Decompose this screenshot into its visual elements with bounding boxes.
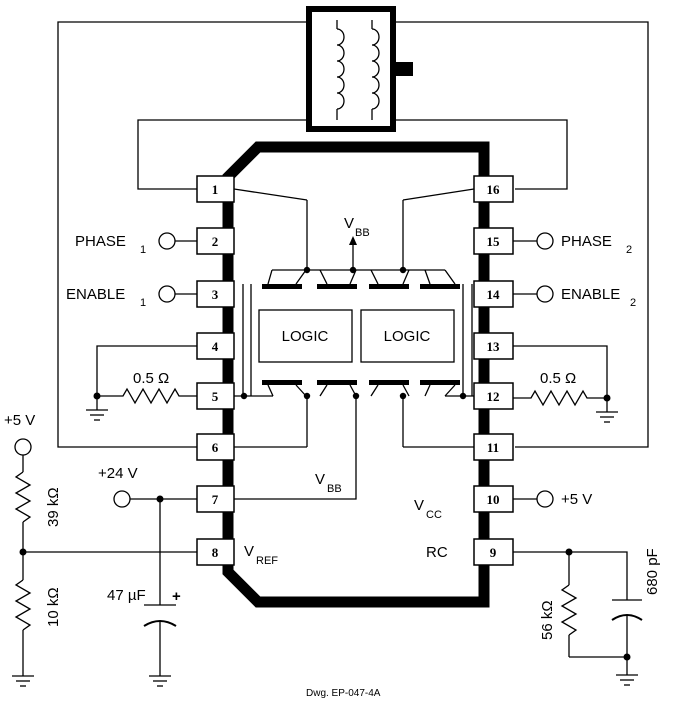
pins-right: 16 15 14 13 12 11 10 9 [473, 175, 514, 566]
h-bridge-internals: V BB [233, 188, 475, 567]
rc-label: RC [426, 544, 448, 561]
enable1-label: ENABLE [66, 286, 125, 303]
supply-24v-label: +24 V [98, 465, 138, 482]
supply-5v-left-label: +5 V [4, 412, 35, 429]
pin-15-label: 15 [487, 234, 501, 249]
pin-5-label: 5 [212, 389, 219, 404]
phase2-sub: 2 [626, 244, 632, 256]
pin-12-label: 12 [487, 389, 500, 404]
cap-47u-label: 47 µF [107, 587, 146, 604]
phase2-label: PHASE [561, 233, 612, 250]
vcc-sub: CC [426, 509, 442, 521]
vbb-top-sub: BB [355, 227, 370, 239]
r-sense-right-label: 0.5 Ω [540, 370, 576, 387]
vbb-mid-label: V [315, 471, 325, 488]
pin-7-label: 7 [212, 492, 219, 507]
pin-10-label: 10 [487, 492, 500, 507]
pin-3-label: 3 [212, 287, 219, 302]
logic-right-label: LOGIC [384, 328, 431, 345]
supply-5v-right-label: +5 V [561, 491, 592, 508]
vref-sub: REF [256, 555, 278, 567]
phase1-sub: 1 [140, 244, 146, 256]
vcc-label: V [414, 497, 424, 514]
logic-block-left [258, 309, 353, 363]
pins-left: 1 2 3 4 5 6 7 8 [196, 175, 235, 566]
pin-13-label: 13 [487, 339, 501, 354]
r-39k-label: 39 kΩ [45, 487, 62, 527]
pin-16-label: 16 [487, 182, 501, 197]
phase1-label: PHASE [75, 233, 126, 250]
pin-1-label: 1 [212, 182, 219, 197]
pin-11-label: 11 [487, 440, 499, 455]
right-inputs: PHASE 2 ENABLE 2 0.5 Ω +5 V [513, 232, 661, 686]
pin-8-label: 8 [212, 545, 219, 560]
left-inputs: PHASE 1 ENABLE 1 0.5 Ω [66, 232, 197, 421]
cap-plus-label: + [172, 588, 181, 605]
r-10k-label: 10 kΩ [45, 587, 62, 627]
enable2-label: ENABLE [561, 286, 620, 303]
vref-label: V [244, 543, 254, 560]
vbb-mid-sub: BB [327, 483, 342, 495]
vbb-top-label: V [344, 215, 354, 232]
cap-680p-label: 680 pF [644, 548, 661, 595]
pin-14-label: 14 [487, 287, 501, 302]
stepper-motor [306, 6, 413, 132]
r-56k-label: 56 kΩ [539, 600, 556, 640]
logic-left-label: LOGIC [282, 328, 329, 345]
supply-network: +5 V 39 kΩ 10 kΩ +24 V 47 µF + [4, 412, 197, 687]
pin-9-label: 9 [490, 545, 497, 560]
enable1-sub: 1 [140, 297, 146, 309]
logic-block-right [360, 309, 455, 363]
r-sense-left-label: 0.5 Ω [133, 370, 169, 387]
motor-wiring [57, 21, 649, 448]
pin-2-label: 2 [212, 234, 219, 249]
pin-4-label: 4 [212, 339, 219, 354]
drawing-caption: Dwg. EP-047-4A [306, 688, 381, 699]
enable2-sub: 2 [630, 297, 636, 309]
ic-package [222, 141, 490, 608]
pin-6-label: 6 [212, 440, 219, 455]
